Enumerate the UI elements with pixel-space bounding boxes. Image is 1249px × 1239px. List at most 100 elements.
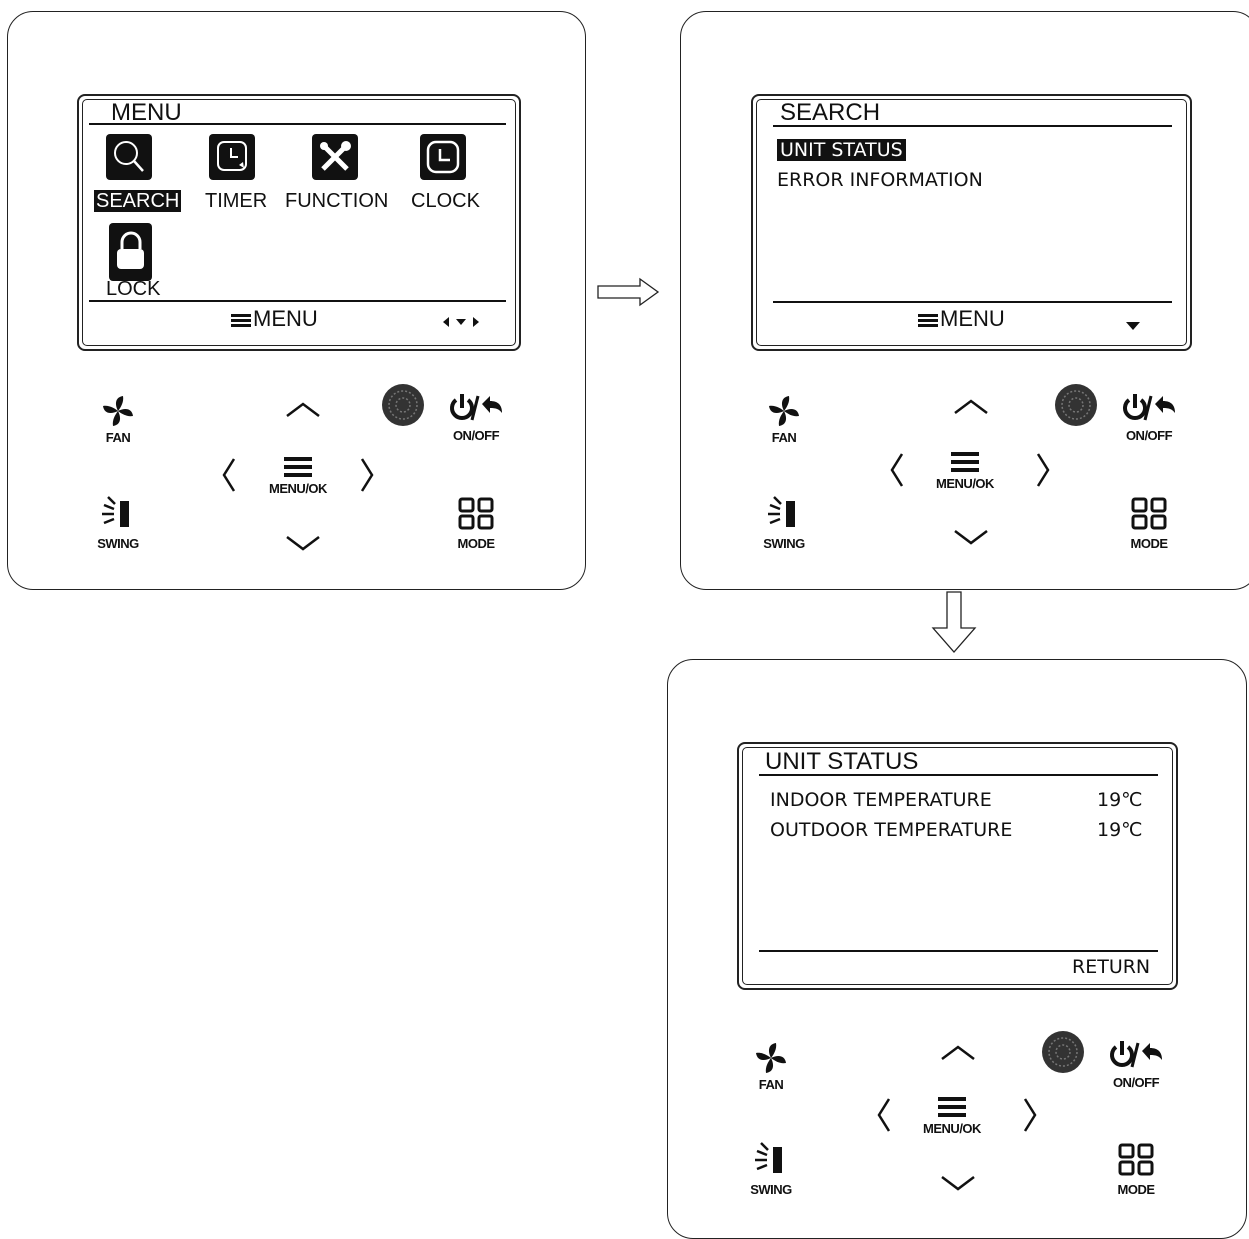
list-item-error-information[interactable]: ERROR INFORMATION (777, 169, 983, 191)
up-chevron-icon[interactable] (951, 397, 991, 417)
power-return-icon (450, 394, 502, 421)
menu-ok-button[interactable]: MENU/OK (925, 450, 1005, 495)
fan-icon (769, 396, 799, 426)
right-chevron-icon[interactable] (1021, 1095, 1041, 1135)
swing-icon (768, 496, 795, 527)
row-outdoor-temperature-value: 19℃ (1097, 819, 1143, 841)
menu-lines-icon (938, 1097, 966, 1117)
left-down-right-arrows-icon (443, 317, 479, 327)
function-icon[interactable] (312, 134, 358, 180)
row-indoor-temperature-value: 19℃ (1097, 789, 1143, 811)
tile-label-lock[interactable]: LOCK (106, 278, 161, 300)
menu-ok-label: MENU/OK (269, 481, 327, 496)
arrow-down-icon (931, 591, 977, 653)
menu-ok-label: MENU/OK (936, 476, 994, 491)
lcd-screen: UNIT STATUS INDOOR TEMPERATURE 19℃ OUTDO… (737, 742, 1178, 990)
lcd-bezel (756, 99, 1187, 346)
on-off-button[interactable]: ON/OFF (436, 390, 516, 450)
menu-lines-icon (951, 452, 979, 472)
footer-divider (773, 301, 1172, 303)
tile-label-clock[interactable]: CLOCK (411, 190, 480, 212)
mode-label: MODE (457, 536, 496, 551)
right-chevron-icon[interactable] (1034, 450, 1054, 490)
swing-button[interactable]: SWING (78, 493, 158, 553)
tile-label-search[interactable]: SEARCH (94, 190, 182, 212)
footer-return[interactable]: RETURN (1072, 956, 1151, 978)
up-chevron-icon[interactable] (938, 1043, 978, 1063)
down-chevron-icon[interactable] (951, 527, 991, 547)
down-chevron-icon[interactable] (938, 1173, 978, 1193)
mode-button[interactable]: MODE (1096, 1139, 1176, 1199)
search-icon[interactable] (106, 134, 152, 180)
mode-grid-icon (1131, 497, 1167, 530)
left-chevron-icon[interactable] (218, 455, 238, 495)
screen-title: SEARCH (780, 99, 881, 126)
right-chevron-icon[interactable] (358, 455, 378, 495)
on-off-label: ON/OFF (452, 428, 500, 443)
sensor-grille-icon (1042, 1031, 1084, 1073)
mode-label: MODE (1130, 536, 1169, 551)
footer-divider (89, 300, 506, 302)
menu-ok-label: MENU/OK (923, 1121, 981, 1136)
on-off-label: ON/OFF (1125, 428, 1173, 443)
fan-button[interactable]: FAN (78, 390, 158, 450)
lock-icon[interactable] (109, 223, 152, 281)
tile-label-function[interactable]: FUNCTION (285, 190, 389, 212)
on-off-label: ON/OFF (1112, 1075, 1160, 1090)
screen-title: MENU (111, 99, 182, 126)
left-chevron-icon[interactable] (886, 450, 906, 490)
controller-panel-menu: MENU SEARCH TIMER FUNCTION CLOCK LOCK ME… (7, 11, 586, 590)
down-arrow-icon (1126, 322, 1140, 330)
swing-label: SWING (97, 536, 139, 551)
title-divider (773, 125, 1172, 127)
power-return-icon (1110, 1041, 1162, 1068)
footer-menu-label: MENU (253, 306, 318, 331)
swing-label: SWING (750, 1182, 792, 1197)
timer-icon[interactable] (209, 134, 255, 180)
sensor-grille-icon (1055, 384, 1097, 426)
fan-icon (103, 396, 133, 426)
lcd-screen: MENU SEARCH TIMER FUNCTION CLOCK LOCK ME… (77, 94, 521, 351)
up-chevron-icon[interactable] (283, 400, 323, 420)
fan-button[interactable]: FAN (744, 390, 824, 450)
screen-title: UNIT STATUS (765, 748, 919, 775)
swing-button[interactable]: SWING (744, 493, 824, 553)
fan-button[interactable]: FAN (731, 1037, 811, 1097)
lcd-bezel (82, 99, 516, 346)
sensor-grille-icon (382, 384, 424, 426)
footer-divider (759, 950, 1158, 952)
fan-label: FAN (105, 430, 131, 445)
on-off-button[interactable]: ON/OFF (1096, 1037, 1176, 1097)
controller-panel-unit-status: UNIT STATUS INDOOR TEMPERATURE 19℃ OUTDO… (667, 659, 1247, 1239)
lcd-bezel (742, 747, 1173, 985)
menu-lines-icon (284, 457, 312, 477)
mode-button[interactable]: MODE (1109, 493, 1189, 553)
fan-label: FAN (771, 430, 797, 445)
menu-lines-icon (918, 312, 938, 329)
swing-icon (102, 496, 129, 527)
lcd-screen: SEARCH UNIT STATUS ERROR INFORMATION MEN… (751, 94, 1192, 351)
title-divider (89, 123, 506, 125)
left-chevron-icon[interactable] (873, 1095, 893, 1135)
row-indoor-temperature-label: INDOOR TEMPERATURE (770, 789, 992, 811)
controller-panel-search: SEARCH UNIT STATUS ERROR INFORMATION MEN… (680, 11, 1249, 590)
footer-menu: MENU (918, 308, 1005, 330)
on-off-button[interactable]: ON/OFF (1109, 390, 1189, 450)
footer-menu-label: MENU (940, 306, 1005, 331)
title-divider (759, 774, 1158, 776)
swing-label: SWING (763, 536, 805, 551)
mode-label: MODE (1117, 1182, 1156, 1197)
list-item-unit-status[interactable]: UNIT STATUS (777, 139, 906, 161)
clock-icon[interactable] (420, 134, 466, 180)
menu-ok-button[interactable]: MENU/OK (258, 455, 338, 500)
mode-grid-icon (458, 497, 494, 530)
mode-button[interactable]: MODE (436, 493, 516, 553)
menu-ok-button[interactable]: MENU/OK (912, 1095, 992, 1140)
tile-label-timer[interactable]: TIMER (205, 190, 268, 212)
down-chevron-icon[interactable] (283, 533, 323, 553)
swing-icon (755, 1142, 782, 1173)
mode-grid-icon (1118, 1143, 1154, 1176)
arrow-right-icon (597, 277, 660, 307)
menu-lines-icon (231, 312, 251, 329)
swing-button[interactable]: SWING (731, 1139, 811, 1199)
